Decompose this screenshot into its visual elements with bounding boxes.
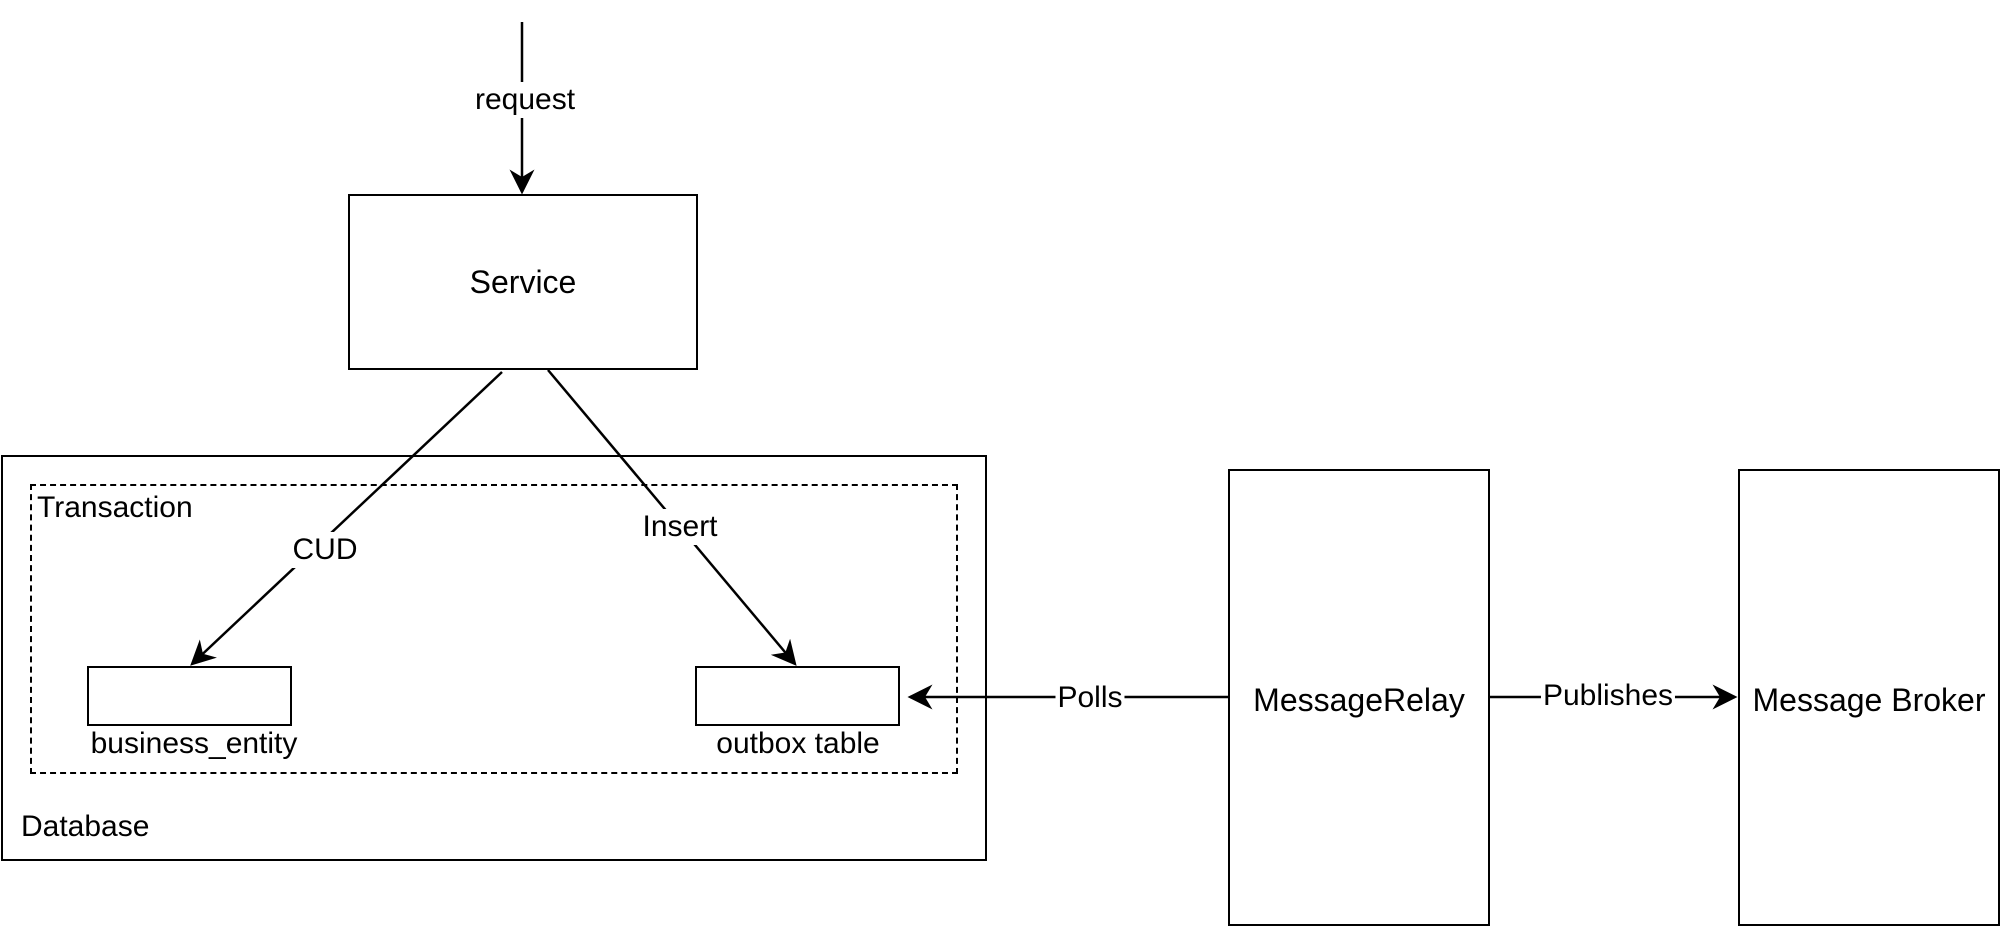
request-label: request bbox=[472, 82, 578, 118]
message-broker-label: Message Broker bbox=[1740, 471, 1998, 924]
database-container: Database bbox=[1, 455, 987, 861]
edge-cud bbox=[190, 371, 503, 666]
message-relay-label: MessageRelay bbox=[1230, 471, 1488, 927]
service-node: Service bbox=[348, 194, 698, 370]
transaction-label: Transaction bbox=[37, 491, 193, 524]
message-broker-text: Message Broker bbox=[1752, 682, 1986, 718]
outbox-table bbox=[695, 666, 900, 726]
insert-label: Insert bbox=[640, 509, 720, 545]
business-entity-table bbox=[87, 666, 292, 726]
message-broker-node: Message Broker bbox=[1738, 469, 2000, 926]
cud-label: CUD bbox=[290, 532, 360, 568]
message-relay-text: MessageRelay bbox=[1253, 682, 1465, 718]
message-relay-node: MessageRelay bbox=[1228, 469, 1490, 926]
service-label: Service bbox=[469, 263, 577, 300]
business-entity-label: business_entity bbox=[90, 727, 298, 760]
transaction-boundary: Transaction bbox=[30, 484, 958, 774]
outbox-table-label: outbox table bbox=[716, 727, 880, 760]
polls-label: Polls bbox=[1055, 680, 1125, 716]
publishes-label: Publishes bbox=[1540, 678, 1676, 714]
database-label: Database bbox=[21, 810, 150, 843]
